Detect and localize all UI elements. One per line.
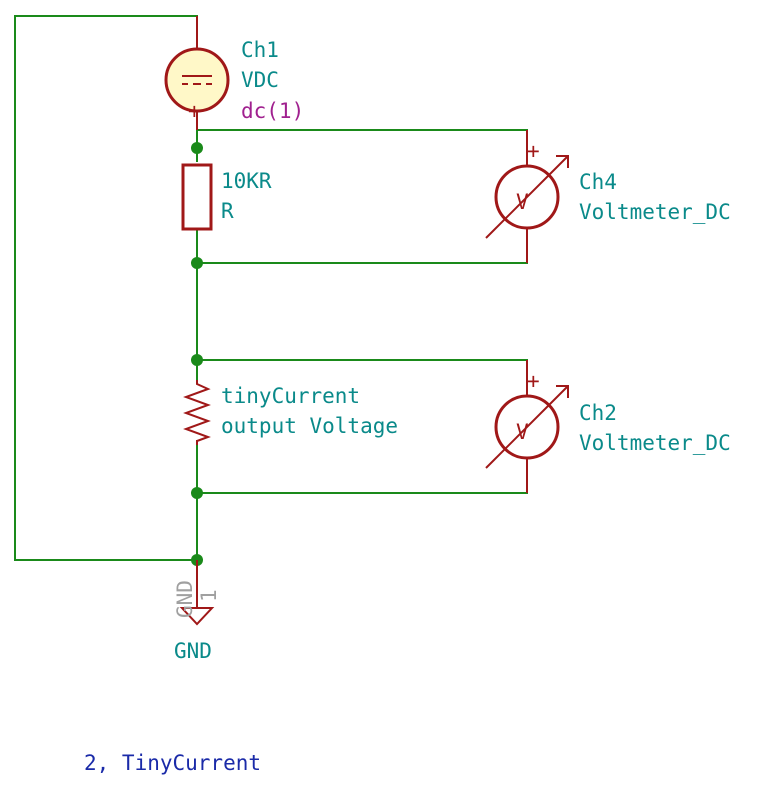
ch4-voltmeter[interactable]: + V <box>485 130 569 263</box>
resistor-10kr[interactable] <box>181 163 213 231</box>
arrow-icon <box>485 385 569 469</box>
junction-dot <box>191 487 203 499</box>
ground-icon <box>179 607 215 626</box>
gnd-pin-name: GND <box>173 580 197 618</box>
ch1-value: VDC <box>241 68 279 92</box>
arrow-icon <box>485 155 569 239</box>
sheet-label: 2, TinyCurrent <box>84 751 261 775</box>
ch2-reference: Ch2 <box>579 401 617 425</box>
wires <box>14 15 528 561</box>
ch2-plus-sign: + <box>527 369 540 393</box>
resistor-body <box>181 163 213 231</box>
ch2-value: Voltmeter_DC <box>579 431 731 455</box>
ch4-value: Voltmeter_DC <box>579 200 731 224</box>
tiny-label-line1: tinyCurrent <box>221 384 360 408</box>
junction-dot <box>191 257 203 269</box>
junction-dot <box>191 142 203 154</box>
wire-ch2-return <box>197 462 528 494</box>
ch1-parameter: dc(1) <box>241 99 304 123</box>
ch4-plus-sign: + <box>527 139 540 163</box>
ch1-reference: Ch1 <box>241 38 279 62</box>
ch2-voltmeter[interactable]: + V <box>485 360 569 493</box>
tiny-label-line2: output Voltage <box>221 414 398 438</box>
r1-reference: R <box>221 199 234 223</box>
ground-symbol[interactable] <box>179 560 215 626</box>
r1-value: 10KR <box>221 169 272 193</box>
ch1-dc-source[interactable]: + <box>164 16 230 130</box>
wire-top-to-ch4 <box>197 129 528 162</box>
tinycurrent-resistor[interactable] <box>183 380 211 445</box>
ch1-plus-sign: + <box>188 99 201 123</box>
zigzag-resistor-icon <box>183 380 211 445</box>
gnd-label: GND <box>174 639 212 663</box>
junctions <box>191 142 203 566</box>
ch4-reference: Ch4 <box>579 170 617 194</box>
wire-ch4-return <box>197 232 528 264</box>
junction-dot <box>191 354 203 366</box>
gnd-pin-number: 1 <box>197 589 221 602</box>
